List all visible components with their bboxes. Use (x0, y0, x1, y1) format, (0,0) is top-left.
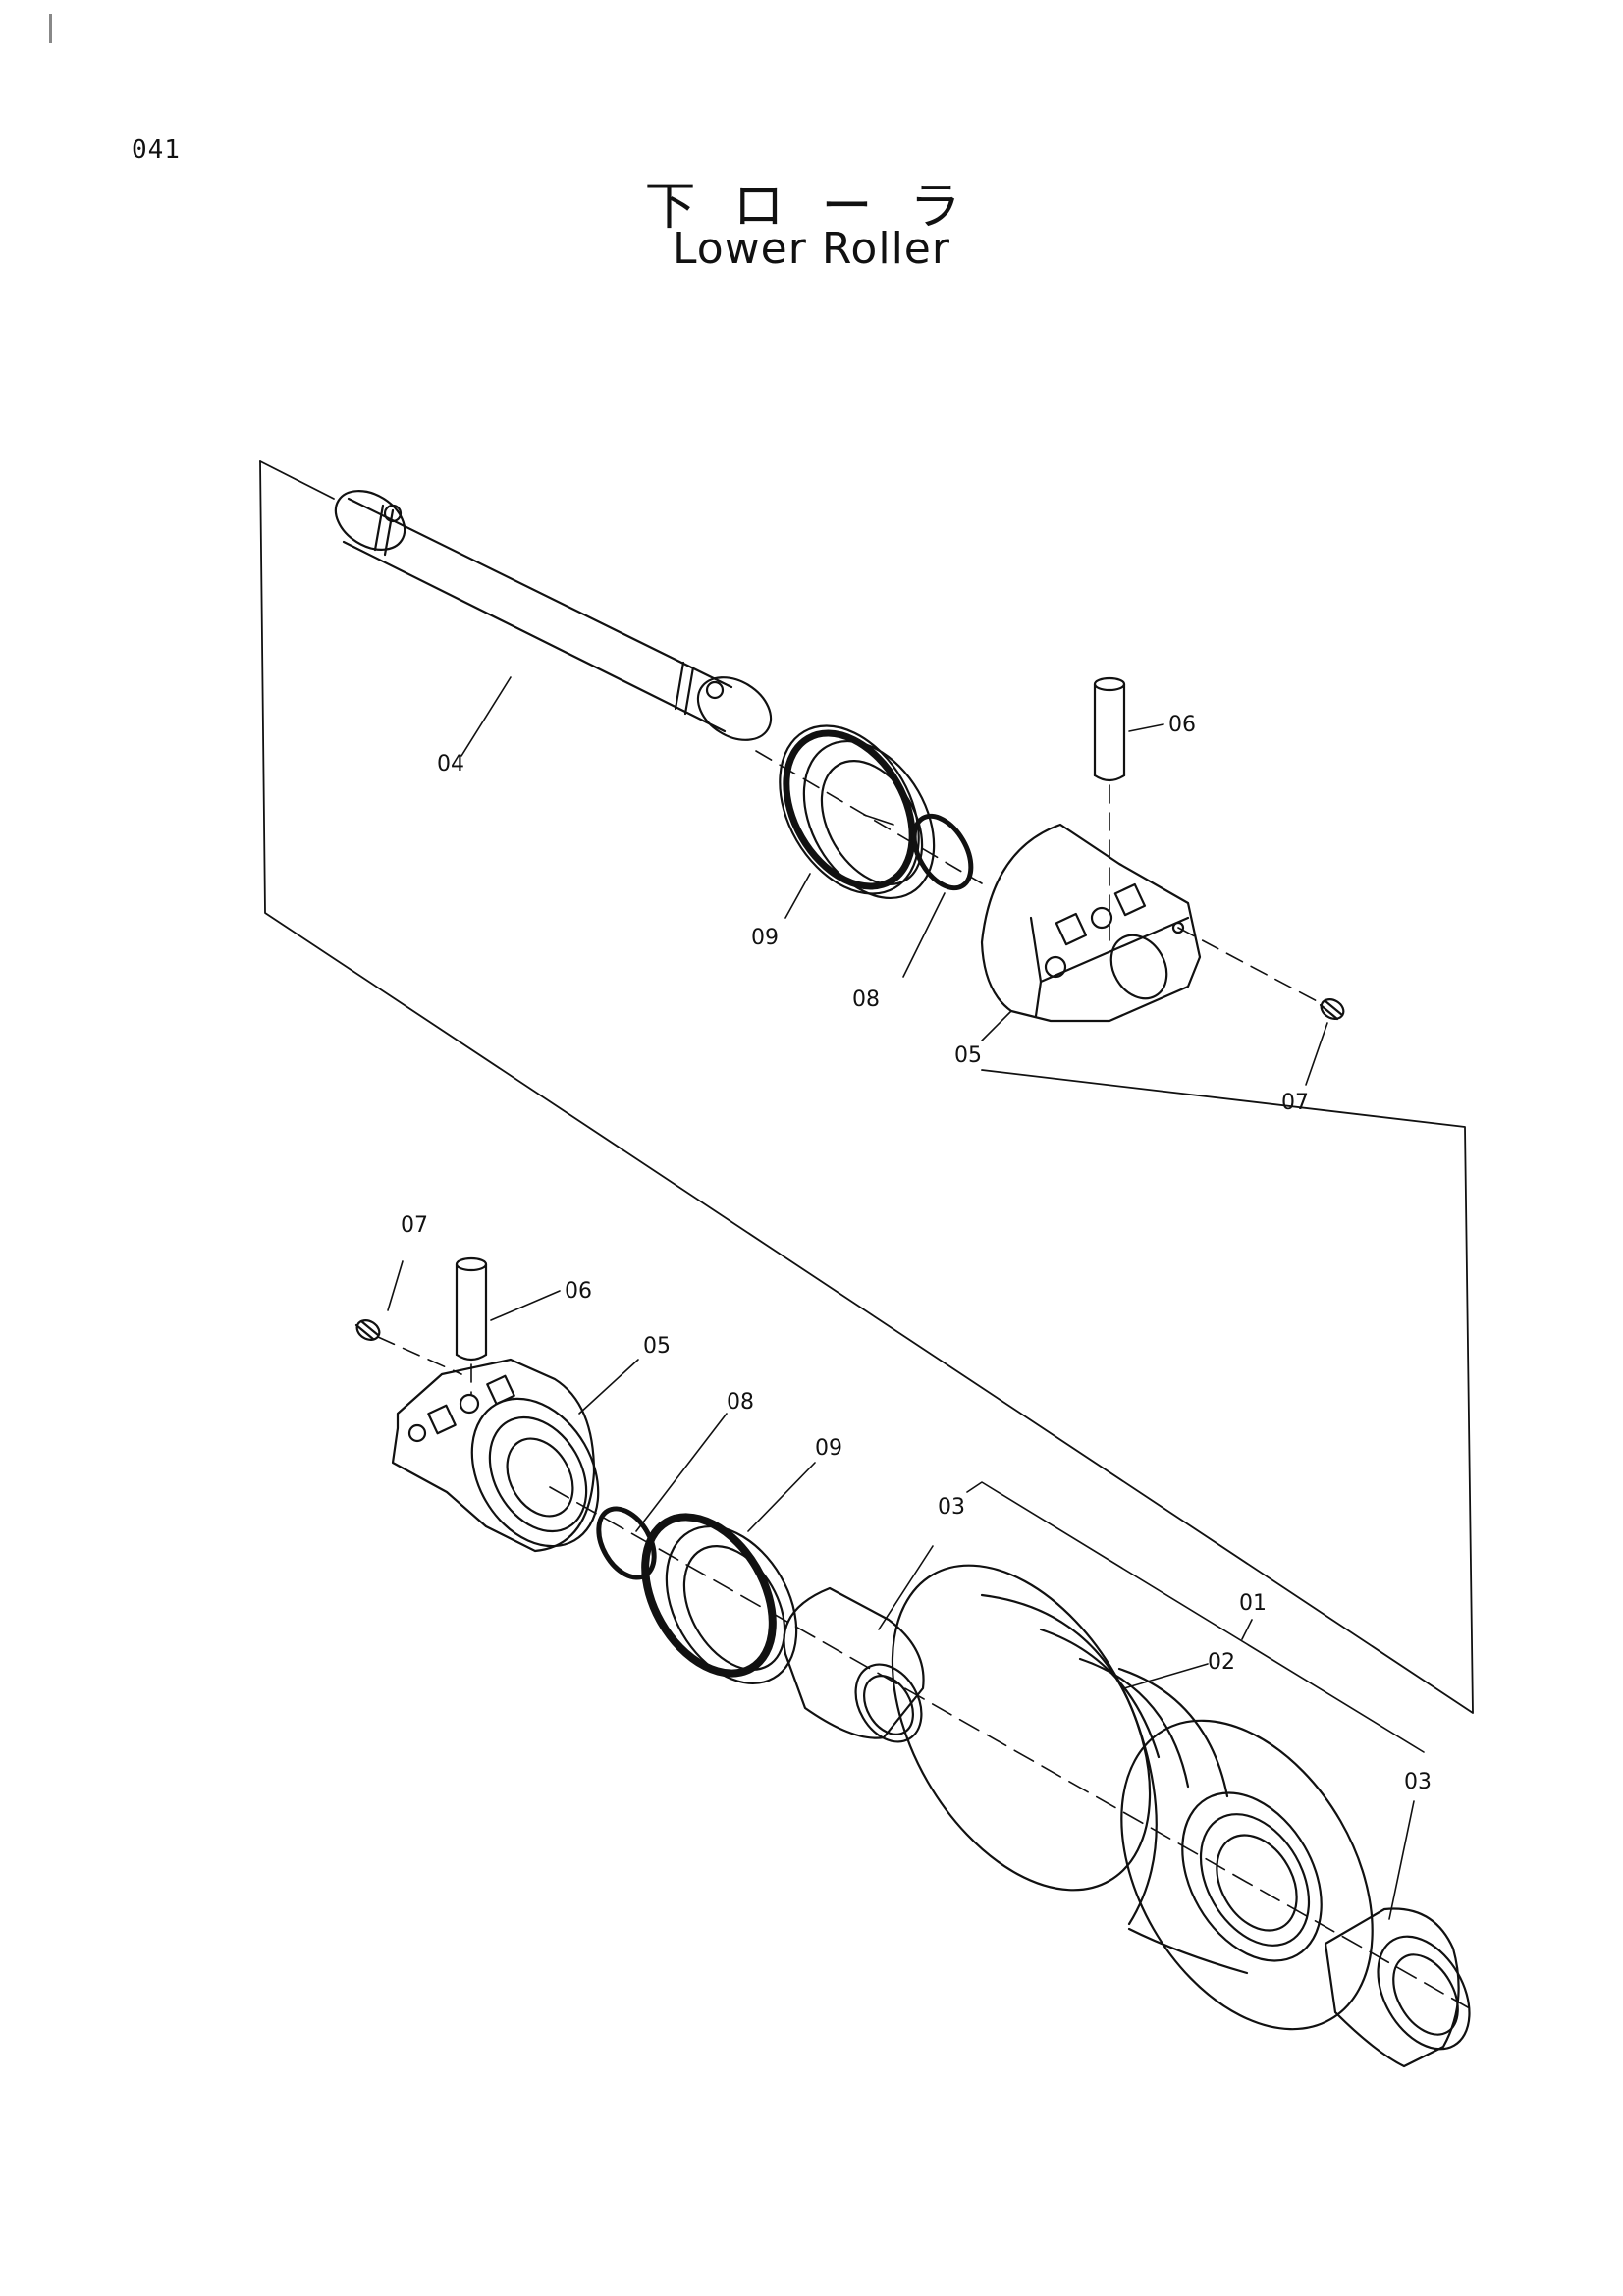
title-japanese: 下ローラ (644, 178, 999, 237)
assembly-frame (259, 460, 1474, 1714)
callout-upper-pin: 04 (437, 752, 464, 776)
o-ring-lower (596, 1506, 657, 1580)
roller-body (891, 1564, 1374, 2031)
callout-lower-bushing-left: 03 (938, 1495, 965, 1520)
floating-seal-lower (641, 1513, 798, 1685)
bushing-left (783, 1586, 925, 1743)
collar-upper (980, 823, 1202, 1023)
assembly-frame-top (259, 460, 335, 500)
callout-lower-seal: 09 (815, 1436, 842, 1461)
plug-upper (1319, 998, 1345, 1021)
page-number: 041 (132, 135, 181, 165)
callout-lower-roller: 02 (1208, 1650, 1235, 1675)
callout-lower-plug: 07 (401, 1213, 428, 1238)
bushing-right (1324, 1907, 1471, 2068)
pin-shaft-part (334, 490, 773, 741)
o-ring-upper (911, 813, 974, 891)
spring-pin-upper (1093, 676, 1126, 782)
callout-lower-bushing-right: 03 (1404, 1770, 1432, 1794)
callout-lower-o-ring: 08 (727, 1390, 754, 1415)
callout-lower-spring-pin: 06 (565, 1279, 592, 1304)
collar-lower (391, 1358, 600, 1553)
callout-upper-o-ring: 08 (852, 988, 880, 1012)
floating-seal-upper (779, 724, 936, 900)
callout-upper-plug: 07 (1281, 1091, 1309, 1115)
spring-pin-lower (455, 1256, 488, 1362)
plug-lower (354, 1319, 381, 1341)
leader-lines (387, 676, 1425, 1920)
callout-upper-seal: 09 (751, 926, 779, 950)
callout-upper-spring-pin: 06 (1168, 713, 1196, 737)
title-english: Lower Roller (673, 224, 950, 274)
callout-lower-collar: 05 (643, 1334, 671, 1359)
scan-edge-mark (49, 14, 52, 43)
callout-upper-collar: 05 (954, 1043, 982, 1068)
callout-lower-roller-assy: 01 (1239, 1591, 1267, 1616)
